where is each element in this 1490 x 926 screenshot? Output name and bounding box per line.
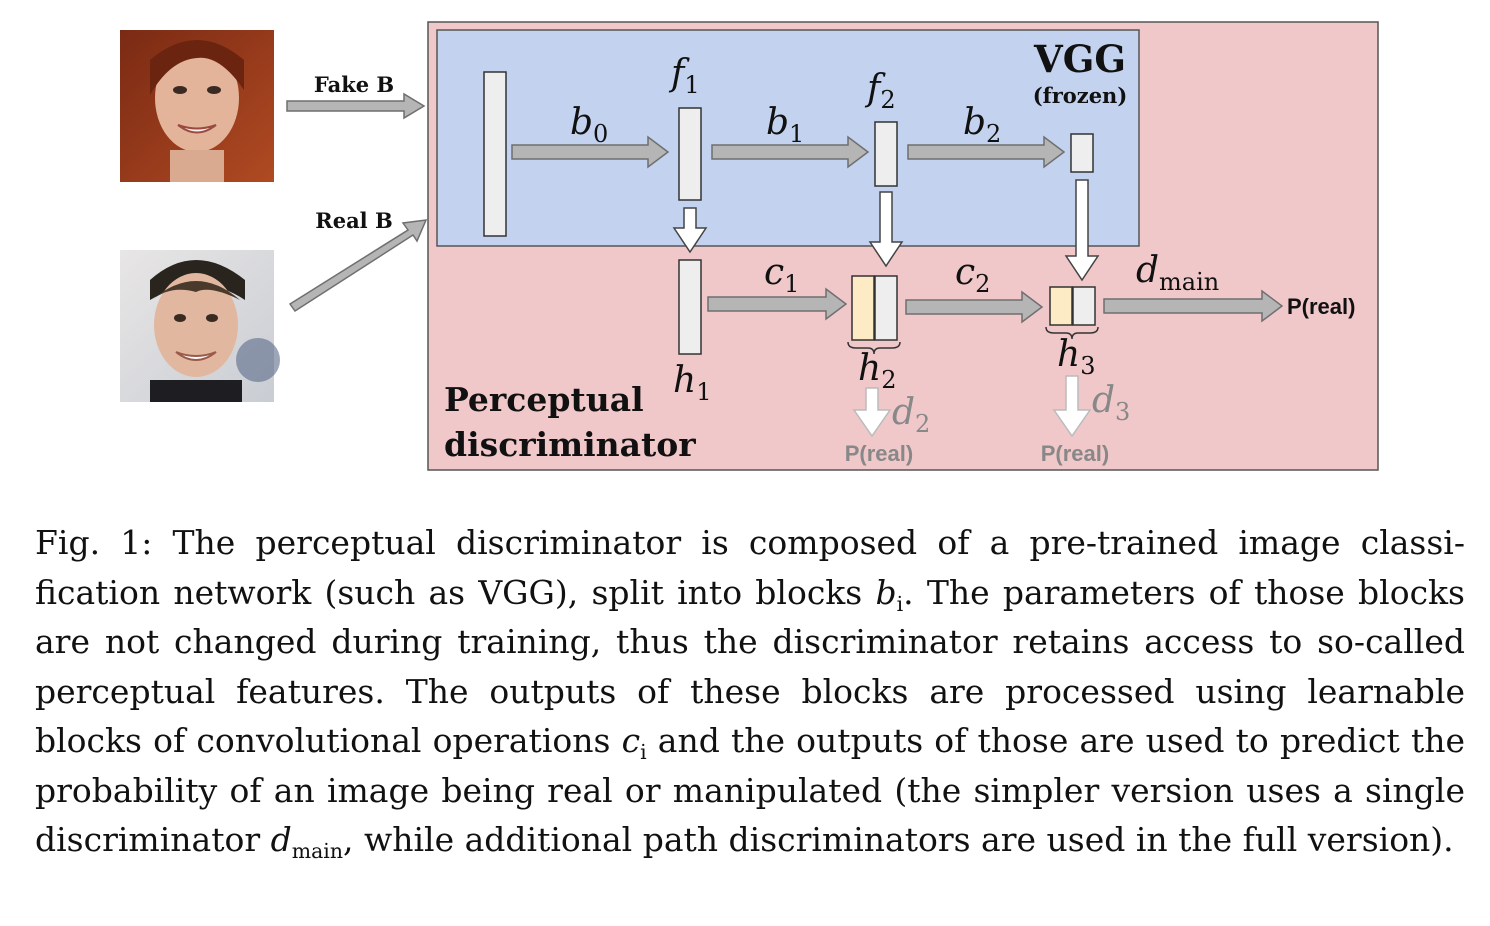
f3-block bbox=[1070, 133, 1094, 173]
vgg-title: VGG bbox=[1033, 37, 1126, 81]
b2-arrow bbox=[907, 135, 1066, 169]
f2-down-arrow bbox=[868, 191, 904, 268]
b0-arrow bbox=[511, 135, 670, 169]
f3-down-arrow bbox=[1064, 179, 1100, 282]
caption-part2: . The parameters of those blocks are not… bbox=[35, 572, 1465, 761]
dmain-output-label: P(real) bbox=[1287, 294, 1355, 319]
fake-b-arrow bbox=[286, 92, 426, 120]
d3-label: d3 bbox=[1092, 380, 1130, 426]
perceptual-discriminator-diagram: Fake B Real B VGG (frozen) b0 b1 b2 f1 f… bbox=[120, 21, 1379, 471]
c2-arrow bbox=[905, 290, 1044, 324]
f1-block bbox=[678, 107, 702, 201]
h2-brace bbox=[847, 341, 901, 355]
f2-block bbox=[874, 121, 898, 187]
c1-arrow bbox=[707, 287, 848, 321]
c1-label: c1 bbox=[764, 252, 799, 298]
fake-b-face-image bbox=[120, 30, 274, 182]
b1-label: b1 bbox=[766, 102, 804, 148]
panel-title-line1: Perceptual bbox=[444, 380, 644, 419]
h3-brace bbox=[1045, 326, 1099, 340]
h2-concat-frozen bbox=[874, 275, 898, 341]
real-b-arrow bbox=[288, 219, 428, 313]
caption-part1: The perceptual discriminator is composed… bbox=[35, 523, 1465, 612]
panel-title-line2: discriminator bbox=[444, 425, 696, 464]
b0-label: b0 bbox=[570, 102, 608, 148]
h3-concat-frozen bbox=[1072, 286, 1096, 326]
input-block bbox=[483, 71, 507, 237]
caption-fig-label: Fig. 1: bbox=[35, 523, 153, 562]
h1-block bbox=[678, 259, 702, 355]
caption-dmain: dmain bbox=[270, 820, 343, 864]
dmain-arrow bbox=[1103, 289, 1284, 323]
h2-label: h2 bbox=[858, 348, 896, 394]
dmain-label: dmain bbox=[1136, 250, 1219, 296]
real-b-label: Real B bbox=[315, 208, 392, 233]
vgg-subtitle: (frozen) bbox=[1033, 83, 1128, 108]
c2-label: c2 bbox=[955, 252, 990, 298]
d3-output-label: P(real) bbox=[1041, 441, 1109, 466]
h2-concat-learned bbox=[851, 275, 875, 341]
vgg-region bbox=[436, 29, 1140, 247]
caption-bi: bi bbox=[875, 572, 904, 616]
figure-caption: Fig. 1: The perceptual discriminator is … bbox=[35, 518, 1465, 865]
h3-label: h3 bbox=[1057, 334, 1095, 380]
d3-down-arrow bbox=[1052, 375, 1092, 438]
h3-concat-learned bbox=[1049, 286, 1073, 326]
d2-down-arrow bbox=[852, 387, 892, 438]
b1-arrow bbox=[711, 135, 870, 169]
b2-label: b2 bbox=[963, 102, 1001, 148]
caption-part3: and the outputs of those are used to pre… bbox=[35, 721, 1465, 859]
d2-output-label: P(real) bbox=[845, 441, 913, 466]
real-b-face-image bbox=[120, 250, 280, 402]
fake-b-label: Fake B bbox=[314, 72, 394, 97]
h1-label: h1 bbox=[673, 360, 711, 406]
f1-down-arrow bbox=[672, 207, 708, 254]
d2-label: d2 bbox=[892, 392, 930, 438]
caption-part4: , while additional path discriminators a… bbox=[342, 820, 1454, 859]
caption-ci: ci bbox=[621, 721, 647, 765]
